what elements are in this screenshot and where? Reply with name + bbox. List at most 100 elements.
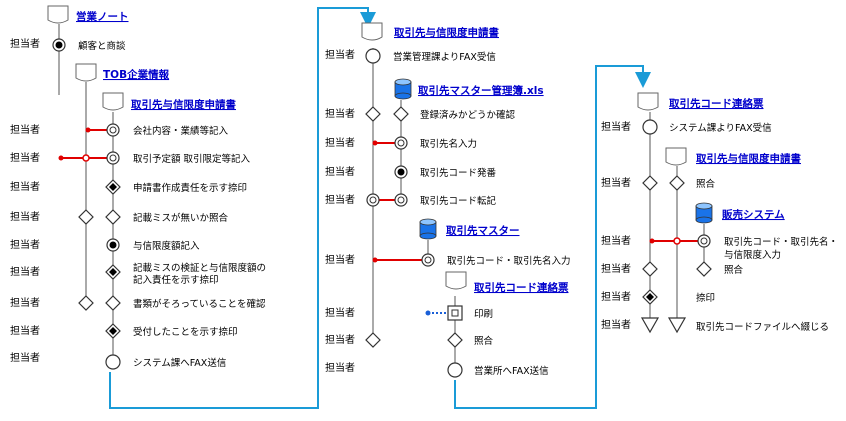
- check-diamond-icon: [696, 261, 712, 277]
- doc-title-master[interactable]: 取引先マスター: [446, 224, 520, 237]
- role-label: 担当者: [601, 234, 631, 247]
- step-text: システム課よりFAX受信: [669, 122, 772, 134]
- step-text: 捺印: [696, 292, 715, 304]
- link-dot: [425, 310, 431, 316]
- line-hop: [673, 237, 681, 245]
- role-label: 担当者: [325, 361, 355, 374]
- file-triangle-icon: [640, 317, 660, 334]
- link-dot: [372, 257, 378, 263]
- role-label: 担当者: [10, 210, 40, 223]
- role-label: 担当者: [325, 107, 355, 120]
- doc-title-contact-slip[interactable]: 取引先コード連絡票: [474, 281, 569, 294]
- step-text: 登録済みかどうか確認: [420, 109, 516, 121]
- step-text: 与信限度入力: [724, 249, 781, 261]
- role-label: 担当者: [601, 176, 631, 189]
- role-label: 担当者: [10, 296, 40, 309]
- check-diamond-icon: [642, 261, 658, 277]
- doc-icon: [445, 271, 467, 290]
- check-diamond-icon: [105, 295, 121, 311]
- step-text: 書類がそろっていることを確認: [133, 298, 266, 310]
- file-triangle-icon: [667, 317, 687, 334]
- database-icon: [695, 202, 713, 224]
- doc-icon: [361, 22, 383, 41]
- step-text: 印刷: [474, 308, 493, 320]
- send-circle-icon: [447, 362, 463, 378]
- database-icon: [394, 78, 412, 100]
- role-label: 担当者: [325, 193, 355, 206]
- stamp-diamond-icon: [105, 264, 121, 280]
- doc-title-tob-info[interactable]: TOB企業情報: [103, 68, 170, 81]
- step-text: 取引予定額 取引限定等記入: [133, 153, 251, 165]
- check-diamond-icon: [365, 332, 381, 348]
- double-circle-icon: [366, 193, 380, 207]
- send-circle-icon: [105, 354, 121, 370]
- role-label: 担当者: [325, 333, 355, 346]
- role-label: 担当者: [325, 306, 355, 319]
- check-diamond-icon: [642, 175, 658, 191]
- doc-icon: [47, 5, 69, 24]
- check-diamond-icon: [447, 332, 463, 348]
- step-text: 受付したことを示す捺印: [133, 326, 238, 338]
- role-label: 担当者: [325, 165, 355, 178]
- link-dot: [58, 155, 64, 161]
- doc-title-sales-system[interactable]: 販売システム: [722, 208, 785, 221]
- step-text: 照合: [696, 178, 716, 190]
- column-3: 取引先コード連絡票 取引先与信限度申請書 販売システム: [601, 92, 838, 334]
- role-label: 担当者: [601, 290, 631, 303]
- check-diamond-icon: [105, 209, 121, 225]
- receive-circle-icon: [365, 48, 381, 64]
- start-marker-icon: [52, 38, 66, 52]
- record-circle-icon: [106, 238, 120, 252]
- stamp-diamond-icon: [105, 179, 121, 195]
- doc-icon: [75, 63, 97, 82]
- doc-title-application[interactable]: 取引先与信限度申請書: [696, 152, 801, 165]
- double-circle-icon: [106, 123, 120, 137]
- doc-title-application[interactable]: 取引先与信限度申請書: [131, 98, 236, 111]
- role-label: 担当者: [10, 180, 40, 193]
- role-label: 担当者: [325, 48, 355, 61]
- column-1: 営業ノート TOB企業情報 取引先与信限度申請書: [10, 5, 266, 370]
- doc-title-eigyo-note[interactable]: 営業ノート: [76, 10, 129, 23]
- step-text: 照合: [724, 264, 744, 276]
- check-diamond-icon: [669, 175, 685, 191]
- flow-connector-2-3: [454, 65, 651, 409]
- step-text: 顧客と商談: [78, 40, 126, 52]
- role-label: 担当者: [10, 123, 40, 136]
- stamp-diamond-icon: [105, 323, 121, 339]
- link-dot: [649, 238, 655, 244]
- double-circle-icon: [394, 136, 408, 150]
- doc-icon: [665, 147, 687, 166]
- check-diamond-icon: [78, 209, 94, 225]
- role-label: 担当者: [325, 253, 355, 266]
- database-icon: [419, 218, 437, 240]
- check-diamond-icon: [78, 295, 94, 311]
- step-text: 営業所へFAX送信: [474, 365, 549, 377]
- double-circle-icon: [421, 253, 435, 267]
- step-text: 取引先名入力: [420, 138, 477, 150]
- step-text: 会社内容・業績等記入: [133, 125, 229, 137]
- doc-title-contact-slip[interactable]: 取引先コード連絡票: [669, 97, 764, 110]
- role-label: 担当者: [601, 262, 631, 275]
- step-text: 取引先コード発番: [420, 167, 497, 179]
- step-text: システム課へFAX送信: [133, 357, 226, 369]
- double-circle-icon: [106, 151, 120, 165]
- step-text: 取引先コードファイルへ綴じる: [696, 321, 829, 333]
- step-text: 照合: [474, 335, 494, 347]
- print-square-icon: [447, 305, 463, 321]
- doc-title-master-ledger[interactable]: 取引先マスター管理簿.xls: [418, 84, 544, 97]
- step-text: 営業管理課よりFAX受信: [393, 51, 496, 63]
- doc-icon: [102, 92, 124, 111]
- step-text: 取引先コード転記: [420, 195, 497, 207]
- role-label: 担当者: [601, 120, 631, 133]
- step-text: 記入責任を示す捺印: [133, 274, 219, 286]
- role-label: 担当者: [325, 136, 355, 149]
- step-text: 取引先コード・取引先名・: [724, 236, 838, 248]
- check-diamond-icon: [393, 106, 409, 122]
- step-text: 記載ミスが無いか照合: [133, 212, 229, 224]
- link-dot: [85, 127, 91, 133]
- role-label: 担当者: [601, 318, 631, 331]
- doc-title-application[interactable]: 取引先与信限度申請書: [394, 26, 499, 39]
- check-diamond-icon: [365, 106, 381, 122]
- column-2: 取引先与信限度申請書 取引先マスター管理簿.xls 取引先マスター 取引先コード…: [325, 22, 571, 378]
